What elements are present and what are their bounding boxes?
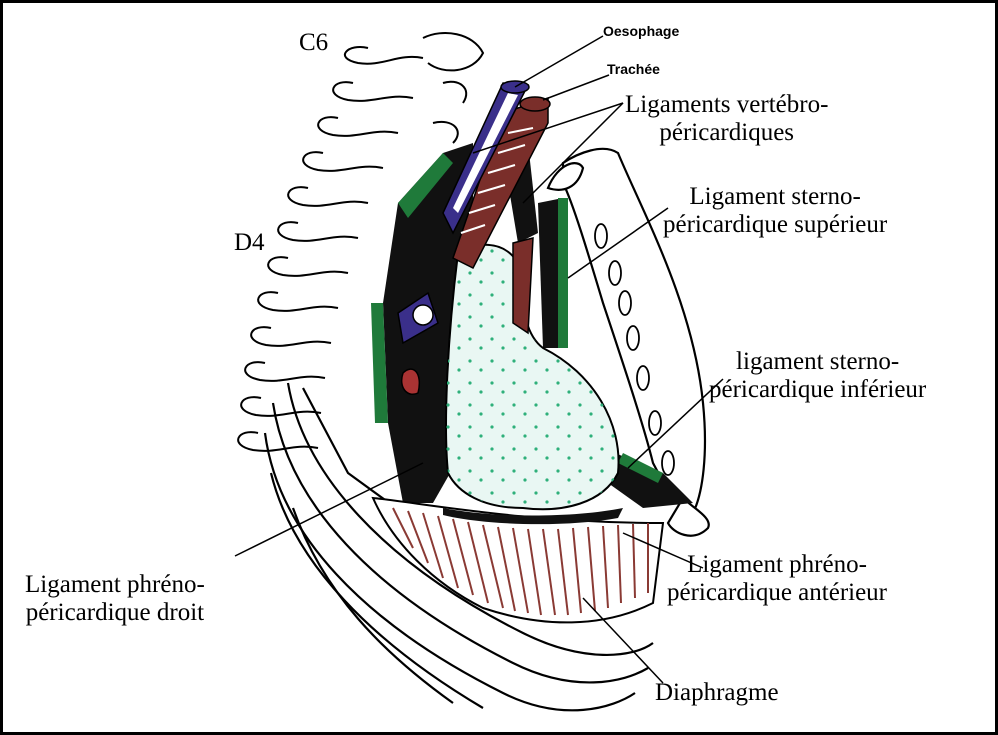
label-diaphragme: Diaphragme xyxy=(655,679,779,707)
leader-oesophage xyxy=(515,36,603,87)
label-ligament-phreno-pericardique-anterieur: Ligament phréno- péricardique antérieur xyxy=(667,551,887,607)
label-line: Ligament phréno- xyxy=(667,551,887,579)
label-oesophage: Oesophage xyxy=(603,23,679,39)
label-ligament-sterno-pericardique-inferieur: ligament sterno- péricardique inférieur xyxy=(709,348,926,404)
label-line: péricardique antérieur xyxy=(667,579,887,607)
label-line: Ligaments vertébro- xyxy=(625,91,828,119)
label-line: péricardiques xyxy=(625,119,828,147)
leader-trachee xyxy=(543,75,609,100)
label-line: Ligament sterno- xyxy=(663,183,887,211)
label-line: ligament sterno- xyxy=(709,348,926,376)
label-ligament-phreno-pericardique-droit: Ligament phréno- péricardique droit xyxy=(25,571,205,627)
label-line: Ligament phréno- xyxy=(25,571,205,599)
label-ligament-sterno-pericardique-superieur: Ligament sterno- péricardique supérieur xyxy=(663,183,887,239)
label-d4: D4 xyxy=(234,229,265,257)
label-line: péricardique inférieur xyxy=(709,376,926,404)
label-line: péricardique supérieur xyxy=(663,211,887,239)
label-c6: C6 xyxy=(299,29,328,57)
diaphragm xyxy=(373,498,663,622)
label-line: péricardique droit xyxy=(25,599,205,627)
label-trachee: Trachée xyxy=(607,61,660,77)
label-ligaments-vertebro-pericardiques: Ligaments vertébro- péricardiques xyxy=(625,91,828,147)
